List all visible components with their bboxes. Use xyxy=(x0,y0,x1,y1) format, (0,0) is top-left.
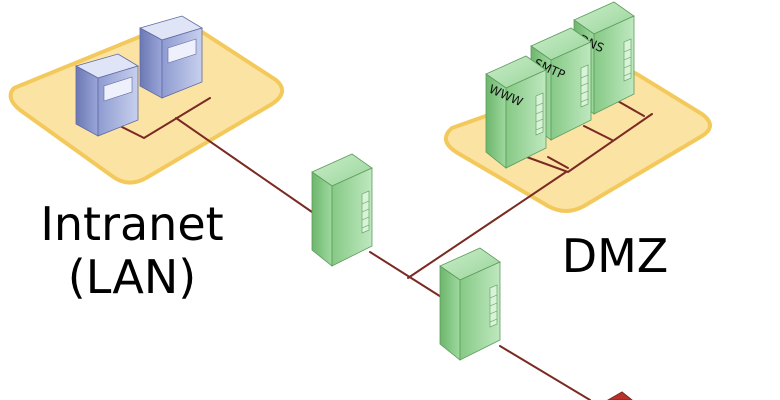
router-icon xyxy=(606,391,633,400)
lan-title-line1: Intranet xyxy=(40,197,224,251)
lan-workstation-icon xyxy=(75,53,139,137)
firewall-server-icon xyxy=(311,153,373,267)
lan-title-line2: (LAN) xyxy=(67,249,197,304)
dmz-zone-title: DMZ xyxy=(561,229,669,283)
lan-workstation-icon xyxy=(139,15,203,99)
firewall-server-icon xyxy=(439,247,501,361)
network-cables xyxy=(119,97,653,400)
lan-zone-title: Intranet (LAN) xyxy=(18,198,246,304)
www-server-icon: WWW xyxy=(485,55,547,169)
